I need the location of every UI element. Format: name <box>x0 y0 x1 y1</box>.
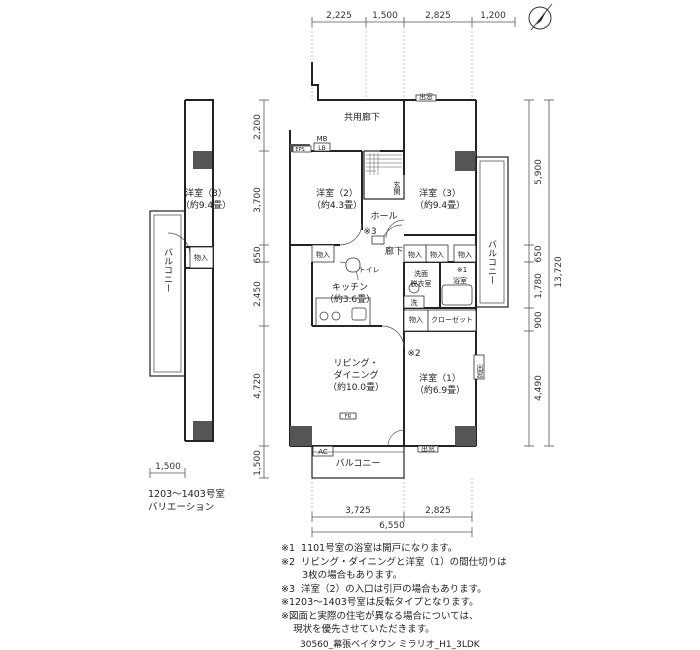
left-dimensions <box>259 99 269 479</box>
room-size-western3: （約9.4畳） <box>415 199 465 211</box>
storage-label-1: 物入 <box>316 250 330 259</box>
wash-label: 洗 <box>411 298 418 307</box>
note-line: ※図面と実際の住宅が異なる場合については、 <box>281 610 479 622</box>
washroom-label: 洗面 <box>414 269 428 278</box>
note1-marker: ※1 <box>457 266 467 274</box>
bottom-dim-2: 2,825 <box>425 506 451 516</box>
left-dim-3: 650 <box>253 246 263 263</box>
variant-western3-size: （約9.4畳） <box>181 199 231 211</box>
top-dim-4: 1,200 <box>480 11 506 21</box>
room-label-western3: 洋室（3） <box>419 187 461 199</box>
demado-label-top: 出窓 <box>419 92 433 101</box>
variant-caption-line1: 1203〜1403号室 <box>148 489 225 500</box>
variant-caption-line2: バリエーション <box>148 502 215 513</box>
note-line: ※1 1101号室の浴室は開戸になります。 <box>281 543 458 554</box>
mb-label: MB <box>317 135 328 143</box>
living-size: （約10.0畳） <box>328 381 384 393</box>
right-dim-2: 650 <box>534 245 544 262</box>
top-dimensions <box>311 17 516 27</box>
variant-balcony-label: バルコニー <box>162 247 173 292</box>
right-dimensions <box>524 99 554 447</box>
right-dim-total: 13,720 <box>554 256 564 288</box>
note-line: ※3 洋室（2）の入口は引戸の場合もあります。 <box>281 583 487 595</box>
kitchen-size: （約3.6畳） <box>325 293 375 305</box>
note-line: ※1203〜1403号室は反転タイプとなります。 <box>281 597 479 608</box>
dining-label: ダイニング <box>333 369 378 381</box>
demado-label-bottom: 出窓 <box>421 444 435 453</box>
right-dim-4: 900 <box>534 311 544 328</box>
fr-label: FR <box>345 414 352 420</box>
storage-label-2: 物入 <box>408 250 422 259</box>
fixtures <box>292 94 485 457</box>
rouka-label: 廊下 <box>385 245 403 257</box>
door-swings <box>167 219 405 447</box>
dressing-label: 脱衣室 <box>411 279 432 288</box>
note2-marker: ※2 <box>407 349 420 359</box>
storage-label-5: 物入 <box>409 315 423 324</box>
left-dim-4: 2,450 <box>253 281 263 307</box>
room-size-western1: （約6.9畳） <box>415 384 465 396</box>
variant-dim: 1,500 <box>155 462 181 472</box>
kitchen-label: キッチン <box>332 282 368 293</box>
storage-label-3: 物入 <box>430 250 444 259</box>
right-balcony-label: バルコニー <box>486 239 497 284</box>
room-size-western2: （約4.3畳） <box>312 199 362 211</box>
room-label-corridor: 共用廊下 <box>344 111 380 123</box>
left-dim-1: 2,200 <box>253 114 263 140</box>
footer-caption: 30560_幕張ベイタウン ミラリオ_H1_3LDK <box>300 640 480 650</box>
variant-western3-label: 洋室（3） <box>185 187 227 199</box>
right-dim-1: 5,900 <box>534 159 544 185</box>
hall-label: ホール <box>370 211 397 222</box>
closet-label: クローゼット <box>431 315 473 324</box>
eps-label: EPS <box>295 147 304 153</box>
note3-marker: ※3 <box>363 227 376 237</box>
variant-balcony <box>149 210 186 377</box>
variant-storage-label: 物入 <box>194 253 208 262</box>
bottom-dimensions <box>311 478 473 537</box>
top-dim-3: 2,825 <box>425 11 451 21</box>
note-line: ※2 リビング・ダイニングと洋室（1）の間仕切りは <box>281 556 507 568</box>
bottom-balcony-label: バルコニー <box>336 458 381 469</box>
bottom-dim-1: 3,725 <box>345 506 371 516</box>
lb-label: LB <box>318 145 325 152</box>
room-label-western2: 洋室（2） <box>316 187 358 199</box>
variant-storage-box <box>189 246 214 269</box>
variant-caption: 1203〜1403号室 バリエーション <box>148 488 225 514</box>
genkan-label: 玄関 <box>393 180 401 196</box>
top-dim-2: 1,500 <box>372 11 398 21</box>
left-dim-5: 4,720 <box>253 373 263 399</box>
top-dim-1: 2,225 <box>326 11 352 21</box>
bath-label: 浴室 <box>453 276 467 285</box>
toilet-label: トイレ <box>359 266 380 274</box>
living-label: リビング・ <box>333 357 378 369</box>
room-label-western1: 洋室（1） <box>419 372 461 384</box>
bottom-dim-total: 6,550 <box>379 521 405 531</box>
north-arrow-icon <box>528 3 553 31</box>
note-line: 現状を優先させていただきます。 <box>281 624 435 635</box>
left-dim-6: 1,500 <box>253 450 263 476</box>
notes-block: ※1 1101号室の浴室は開戸になります。 ※2 リビング・ダイニングと洋室（1… <box>281 542 691 637</box>
right-balcony <box>475 156 509 308</box>
right-dim-5: 4,490 <box>534 375 544 401</box>
right-dim-3: 1,780 <box>534 273 544 299</box>
demado-label-right: 出窓 <box>476 363 484 378</box>
sink-marks <box>319 282 420 321</box>
left-dim-2: 3,700 <box>253 187 263 213</box>
ac-label: AC <box>318 448 328 456</box>
genkan-tiles <box>366 153 402 175</box>
storage-label-4: 物入 <box>458 250 472 259</box>
note-line: 3枚の場合もあります。 <box>281 570 403 581</box>
bottom-balcony <box>311 445 405 479</box>
